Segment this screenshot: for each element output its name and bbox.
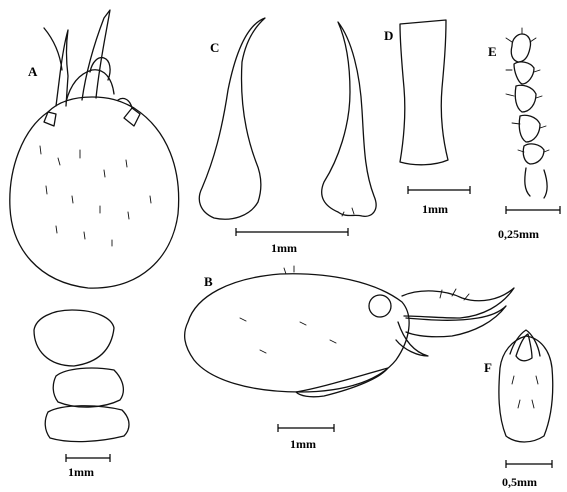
scale-bar-f: 0,5mm <box>502 460 553 489</box>
scale-bar-a: 1mm <box>65 454 111 479</box>
panel-label-c: C <box>210 40 219 55</box>
panel-a-thorax-drawing <box>33 309 130 443</box>
panel-d-segment-drawing <box>399 19 449 166</box>
panel-e-antenna-drawing <box>505 27 550 199</box>
scale-bar-f-label: 0,5mm <box>502 475 537 489</box>
panel-b-head-lateral-drawing <box>183 265 515 398</box>
scale-bar-e-label: 0,25mm <box>498 227 539 241</box>
scale-bar-b-label: 1mm <box>290 437 316 451</box>
scale-bar-cd-label: 1mm <box>271 241 297 255</box>
scale-bar-d-label: 1mm <box>422 202 448 216</box>
scale-bar-b: 1mm <box>277 424 335 451</box>
panel-a-head-drawing <box>9 9 180 289</box>
panel-label-f: F <box>484 360 492 375</box>
scale-bar-cd: 1mm <box>235 228 349 255</box>
scale-bar-a-label: 1mm <box>68 465 94 479</box>
panel-label-e: E <box>488 44 497 59</box>
panel-f-labium-drawing <box>498 329 554 443</box>
panel-label-b: B <box>204 274 213 289</box>
panel-c-mandibles-drawing <box>198 17 377 220</box>
panel-label-d: D <box>384 28 393 43</box>
scale-bar-e: 0,25mm <box>498 206 561 241</box>
panel-label-a: A <box>28 64 38 79</box>
scale-bar-d: 1mm <box>407 186 471 216</box>
